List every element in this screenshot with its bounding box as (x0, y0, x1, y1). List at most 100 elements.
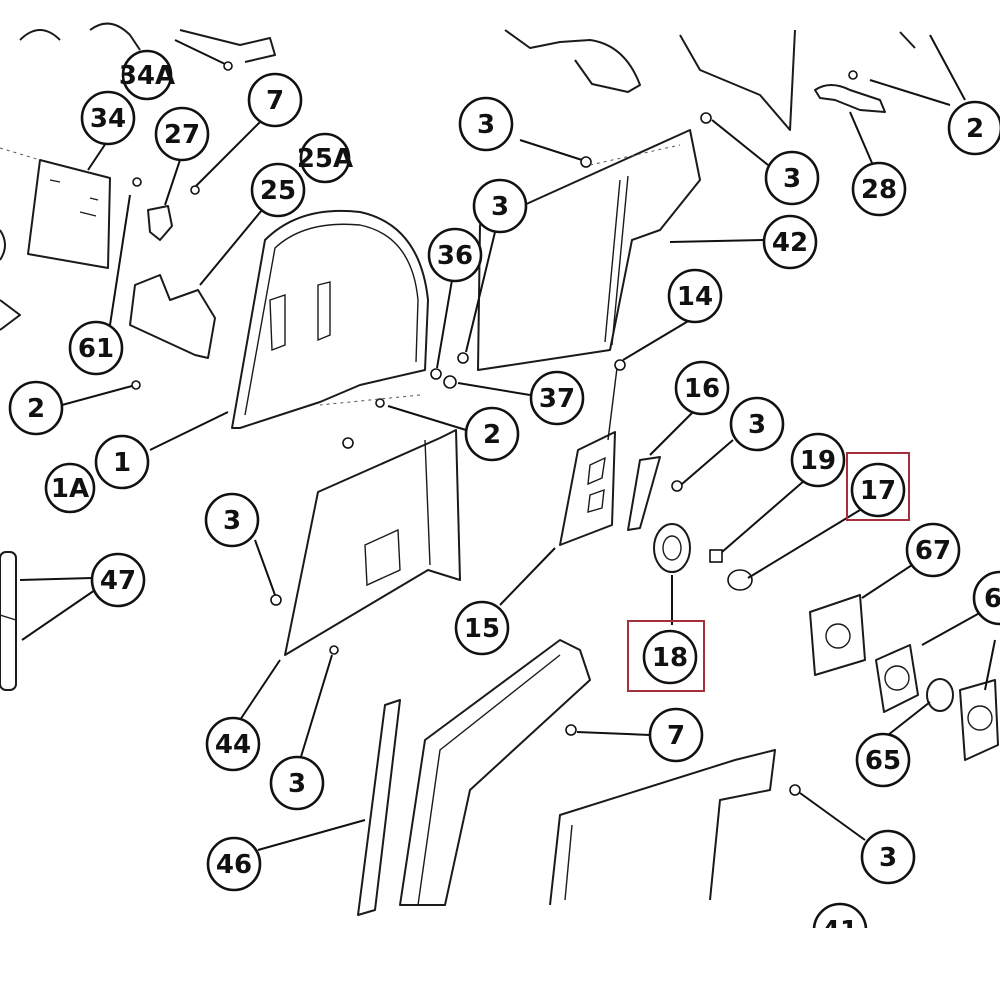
leader-19 (721, 479, 806, 553)
leader-3-top-right (174, 39, 226, 65)
leader-37 (457, 382, 531, 396)
callout-18-label: 18 (652, 643, 688, 673)
callout-44: 44 (205, 716, 261, 772)
part-47-roll (0, 551, 17, 691)
part-top-right-panel (679, 29, 796, 131)
part-27-bracket (147, 205, 173, 241)
leader-44 (239, 659, 281, 721)
assembly-line-c (589, 144, 681, 166)
callout-3-lower-label: 3 (288, 769, 306, 799)
callout-28-label: 28 (861, 175, 897, 205)
part-left-edge-b (0, 299, 21, 331)
leader-15 (499, 547, 556, 606)
part-1-arched-panel (231, 209, 429, 429)
leader-46 (257, 819, 366, 851)
fastener-3e (671, 480, 683, 492)
callout-3-right: 3 (764, 150, 820, 206)
part-14-rod (607, 359, 619, 441)
leader-3b (711, 119, 769, 166)
callouts: 34A 34 27 7 25A 25 61 2 1A 1 3 3 36 37 2… (8, 49, 1000, 958)
callout-2-center: 2 (464, 406, 520, 462)
callout-65-label: 65 (865, 746, 901, 776)
leader-67 (861, 564, 913, 599)
part-25-plate (129, 274, 216, 359)
callout-34a: 34A (119, 49, 175, 101)
highlight-box-18 (627, 620, 705, 692)
leader-3g (799, 792, 866, 841)
part-65-ring (926, 678, 954, 712)
callout-3-left-label: 3 (223, 506, 241, 536)
callout-37-label: 37 (539, 384, 575, 414)
callout-6-label: 6 (984, 584, 1000, 614)
leader-65 (887, 701, 931, 736)
part-18-bearing (653, 523, 691, 573)
highlight-box-17 (846, 452, 910, 521)
leader-6 (921, 609, 986, 646)
leader-1 (149, 411, 229, 451)
fastener-2b (375, 398, 385, 408)
callout-19-label: 19 (800, 446, 836, 476)
callout-14: 14 (667, 268, 723, 324)
callout-25a-label: 25A (297, 144, 353, 174)
part-67-hole (825, 623, 851, 649)
callout-2-left-label: 2 (27, 394, 45, 424)
part-top-center-bracket (504, 29, 641, 93)
callout-14-label: 14 (677, 282, 713, 312)
callout-3-bottom-right: 3 (860, 829, 916, 885)
callout-1a-label: 1A (51, 474, 89, 504)
callout-1: 1 (94, 434, 150, 490)
callout-25: 25 (250, 162, 306, 218)
leader-3e (254, 539, 276, 596)
callout-67: 67 (905, 522, 961, 578)
leader-3-bottom (299, 654, 333, 761)
fastener-3d (342, 437, 354, 449)
part-1-slots (269, 281, 331, 352)
leader-42 (669, 239, 764, 243)
callout-16-label: 16 (684, 374, 720, 404)
part-67-gasket (809, 594, 866, 676)
fastener-34a (132, 177, 142, 187)
part-42-fold (604, 175, 629, 346)
callout-25a: 25A (297, 132, 353, 184)
callout-27-label: 27 (164, 120, 200, 150)
callout-36-label: 36 (437, 241, 473, 271)
callout-3-left: 3 (204, 492, 260, 548)
callout-7-top: 7 (247, 72, 303, 128)
callout-67-label: 67 (915, 536, 951, 566)
callout-2-center-label: 2 (483, 420, 501, 450)
callout-46: 46 (206, 836, 262, 892)
part-left-edge-a (0, 229, 6, 261)
part-16-strip (627, 456, 661, 531)
callout-15: 15 (454, 600, 510, 656)
callout-16: 16 (674, 360, 730, 416)
fastener-37 (443, 375, 457, 389)
callout-3-mid-right: 3 (729, 396, 785, 452)
callout-36: 36 (427, 227, 483, 283)
callout-6: 6 (972, 570, 1000, 626)
part-34-plate (27, 159, 111, 269)
leader-6-b (984, 639, 996, 691)
part-top-right-edge (899, 31, 916, 49)
callout-47: 47 (90, 552, 146, 608)
callout-27: 27 (154, 106, 210, 162)
callout-65: 65 (855, 732, 911, 788)
callout-7-lower-label: 7 (667, 721, 685, 751)
leader-2b (387, 405, 467, 431)
callout-3-bottom-right-label: 3 (879, 843, 897, 873)
callout-47-label: 47 (100, 566, 136, 596)
part-right-flange (959, 679, 999, 761)
leader-25 (199, 209, 263, 286)
part-bottom-center-panel (399, 639, 591, 906)
callout-3-right-label: 3 (783, 164, 801, 194)
leader-3a (519, 139, 583, 161)
part-46-strip (357, 699, 401, 916)
part-44-window (364, 528, 401, 587)
leader-27 (164, 159, 181, 206)
callout-3-lower: 3 (269, 755, 325, 811)
part-42-panel (477, 129, 701, 371)
leader-17 (747, 509, 861, 579)
callout-18: 18 (642, 629, 698, 685)
fastener-top (223, 61, 233, 71)
leader-47a (19, 577, 93, 581)
part-34-slots (49, 179, 99, 217)
